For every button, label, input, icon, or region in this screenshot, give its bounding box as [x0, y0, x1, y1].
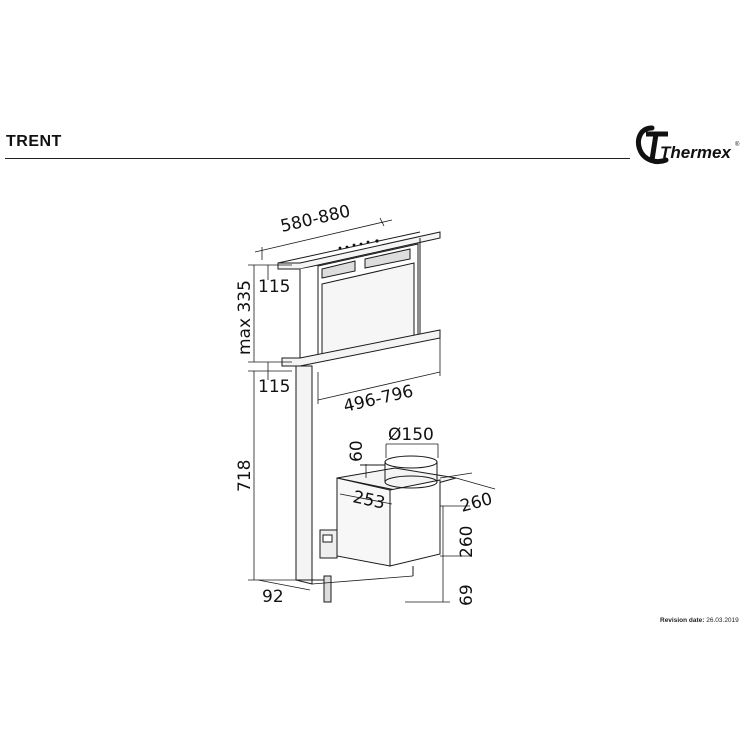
dim-inner-width: 496-796 — [342, 381, 416, 416]
logo-registered-mark: ® — [735, 141, 740, 148]
dim-body-depth: 92 — [262, 587, 284, 607]
revision-label: Revision date: — [660, 617, 705, 624]
revision-info: Revision date: 26.03.2019 — [660, 617, 739, 624]
dim-duct-diameter: Ø150 — [388, 425, 434, 445]
intake-slot-right — [364, 248, 411, 269]
duct-collar — [384, 455, 438, 469]
intake-slot-left — [321, 260, 356, 279]
dim-motor-height: 260 — [457, 526, 477, 558]
hood-column-body — [295, 365, 313, 585]
dim-top-height: 115 — [258, 277, 290, 297]
dim-max-extension: max 335 — [235, 280, 255, 355]
switch-box — [319, 529, 338, 559]
product-title: TRENT — [6, 133, 62, 150]
hood-upper-panel — [299, 266, 319, 363]
dim-motor-depth: 260 — [458, 489, 495, 517]
dim-total-height: 718 — [235, 460, 255, 492]
title-rule — [5, 158, 630, 159]
dim-lower-height: 115 — [258, 377, 290, 397]
thermex-logo: Thermex ® — [636, 125, 740, 165]
logo-swoosh-icon — [636, 125, 669, 165]
motor-box-side — [389, 479, 441, 567]
dim-spigot-height: 60 — [347, 440, 367, 462]
control-buttons-icon — [338, 239, 379, 250]
cable-pipe — [323, 575, 332, 603]
dim-foot-height: 69 — [457, 584, 477, 606]
logo-brand-text: Thermex — [660, 143, 732, 162]
hood-top-bar — [277, 231, 441, 270]
revision-date: 26.03.2019 — [706, 617, 739, 624]
